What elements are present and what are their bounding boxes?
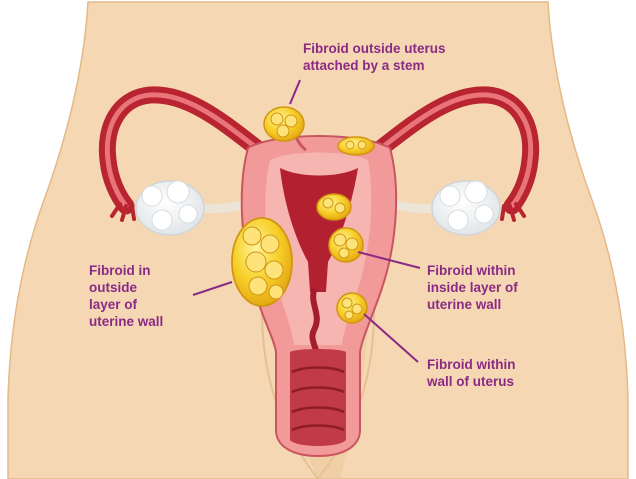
vaginal-canal [290,349,346,446]
subserosal-fibroid [232,218,292,306]
right-ovary [432,181,500,235]
intramural-fibroid [337,293,367,323]
label-submucosal-fibroid: Fibroid within inside layer of uterine w… [427,262,518,313]
cavity-fibroid [317,194,351,220]
label-pedunculated-fibroid: Fibroid outside uterus attached by a ste… [303,40,446,74]
left-ovary [136,181,204,235]
submucosal-fibroid [329,228,363,262]
label-subserosal-fibroid: Fibroid in outside layer of uterine wall [89,262,163,330]
label-intramural-fibroid: Fibroid within wall of uterus [427,356,515,390]
top-fibroid [338,137,374,155]
